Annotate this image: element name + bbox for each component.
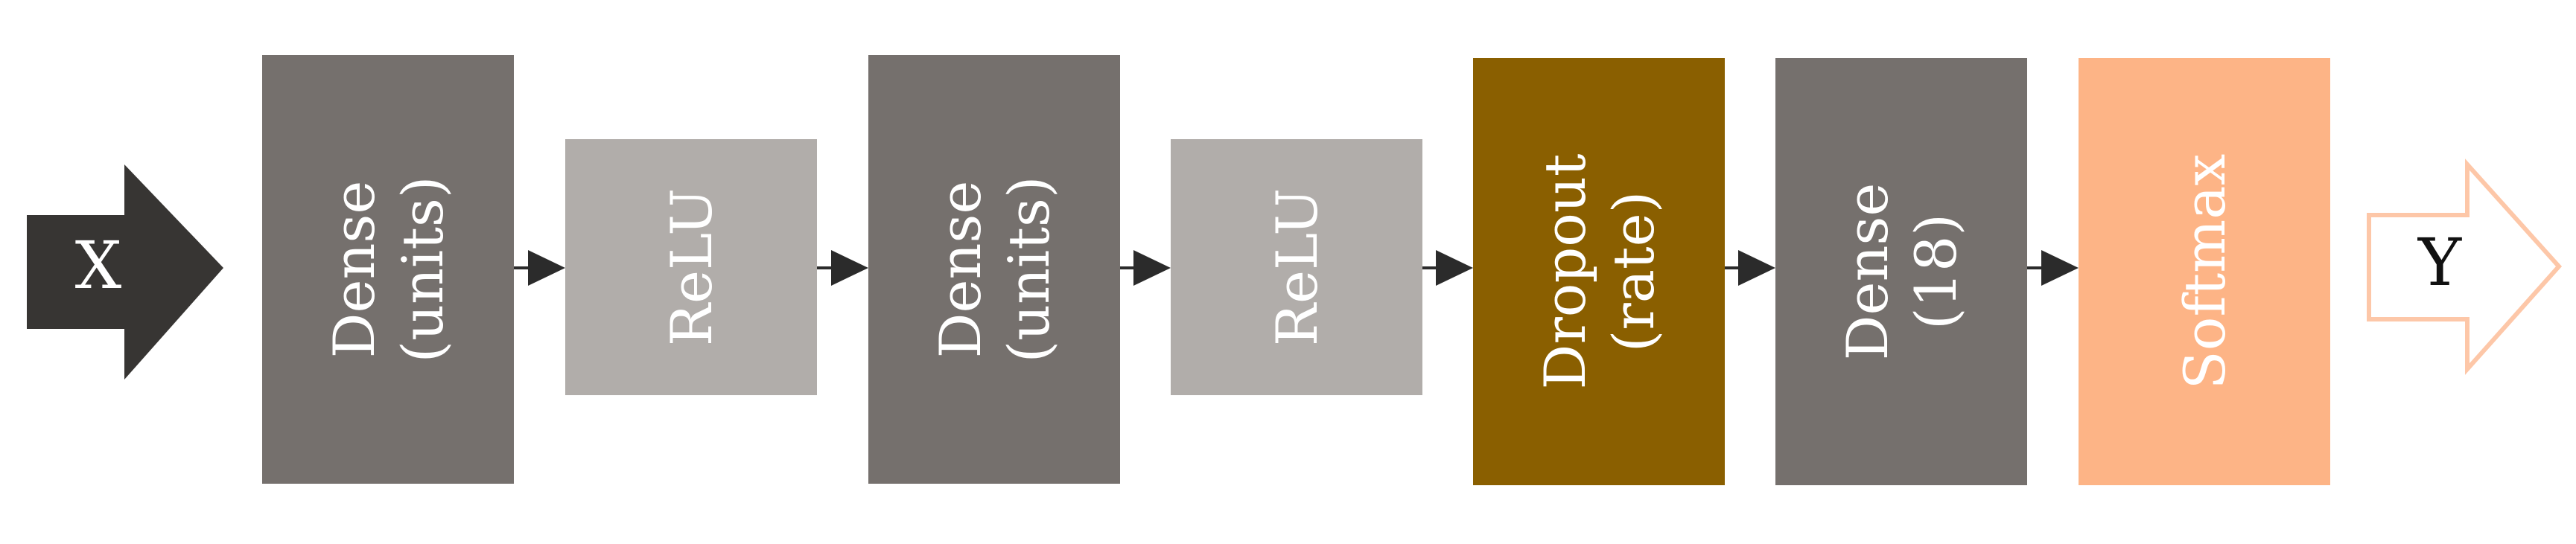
output-arrow: Y	[2367, 159, 2563, 375]
layer-6-box	[1775, 58, 2027, 485]
connector-arrowhead	[1133, 250, 1171, 286]
output-label: Y	[2417, 224, 2462, 301]
layer-1-label: Dense(units)	[321, 176, 456, 362]
layer-2-label: ReLU	[658, 188, 725, 347]
layer-2-relu: ReLU	[565, 139, 817, 395]
connectors	[514, 250, 2079, 286]
output-arrow-shape	[2367, 159, 2563, 375]
connector-6-to-7	[2027, 250, 2079, 286]
layer-7-box	[2079, 58, 2330, 485]
connector-4-to-5	[1422, 250, 1473, 286]
layer-5-label: Dropout(rate)	[1532, 154, 1667, 390]
layer-4-label-line-1: ReLU	[1264, 188, 1330, 347]
layer-1-dense: Dense(units)	[262, 55, 514, 484]
input-arrow: X	[27, 164, 223, 380]
layer-5-dropout: Dropout(rate)	[1473, 58, 1725, 485]
layer-4-box	[1171, 139, 1422, 395]
input-arrow-shape	[27, 164, 223, 380]
connector-3-to-4	[1120, 250, 1171, 286]
layer-4-label: ReLU	[1264, 188, 1330, 347]
connector-5-to-6	[1725, 250, 1775, 286]
layer-2-box	[565, 139, 817, 395]
layer-3-dense: Dense(units)	[868, 55, 1120, 484]
layer-6-label-line-1: Dense	[1834, 183, 1901, 361]
layer-6-dense: Dense(18)	[1775, 58, 2027, 485]
layer-6-label-line-2: (18)	[1903, 214, 1969, 330]
layer-1-box	[262, 55, 514, 484]
input-label: X	[75, 227, 122, 304]
connector-arrowhead	[1738, 250, 1775, 286]
layer-6-label: Dense(18)	[1834, 183, 1969, 361]
connector-arrowhead	[2041, 250, 2079, 286]
layer-1-label-line-1: Dense	[321, 181, 387, 359]
layer-3-box	[868, 55, 1120, 484]
layer-1-label-line-2: (units)	[389, 176, 456, 362]
connector-1-to-2	[514, 250, 565, 286]
layer-3-label: Dense(units)	[927, 176, 1062, 362]
layer-5-box	[1473, 58, 1725, 485]
layer-5-label-line-2: (rate)	[1600, 191, 1667, 352]
layer-3-label-line-1: Dense	[927, 181, 993, 359]
connector-arrowhead	[831, 250, 868, 286]
layer-5-label-line-1: Dropout	[1532, 154, 1598, 390]
connector-2-to-3	[817, 250, 868, 286]
layer-7-softmax: Softmax	[2079, 58, 2330, 485]
layer-7-label-line-1: Softmax	[2172, 154, 2238, 390]
layer-2-label-line-1: ReLU	[658, 188, 725, 347]
layer-3-label-line-2: (units)	[996, 176, 1062, 362]
layer-7-label: Softmax	[2172, 154, 2238, 390]
connector-arrowhead	[1436, 250, 1473, 286]
layer-4-relu: ReLU	[1171, 139, 1422, 395]
connector-arrowhead	[528, 250, 565, 286]
